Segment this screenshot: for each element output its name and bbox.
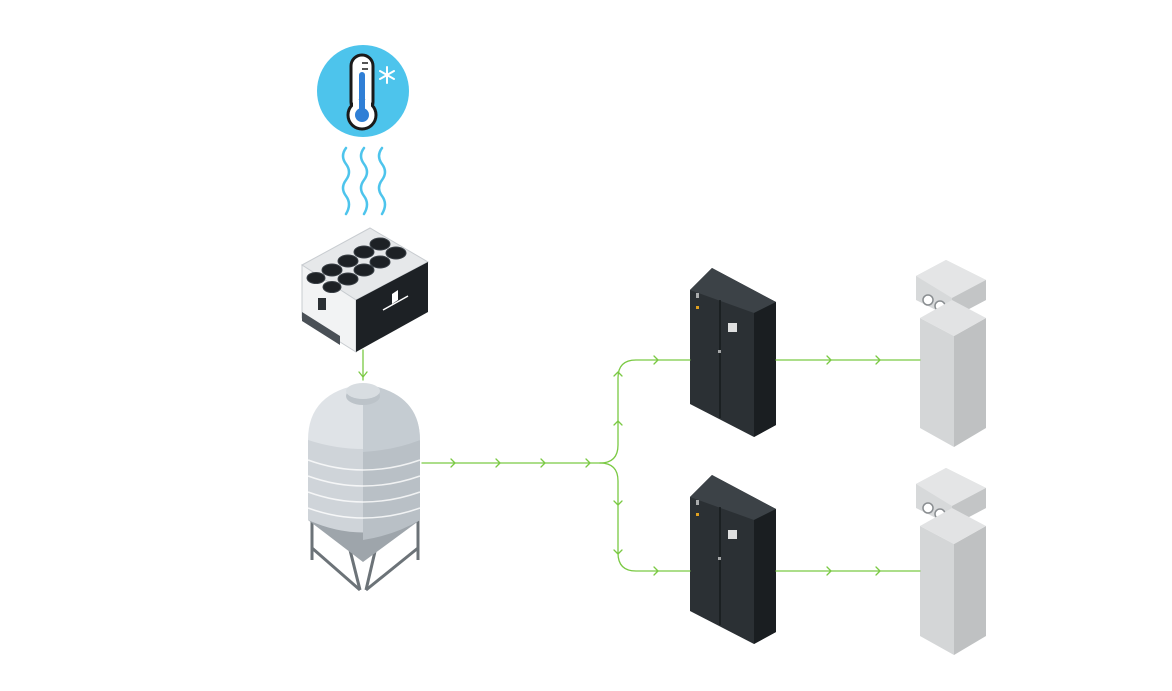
thermometer-snowflake-icon <box>317 45 409 137</box>
crac-unit-top <box>690 268 776 437</box>
flow-split-to-crac-top <box>599 359 691 464</box>
snowflake-icon <box>379 66 395 84</box>
flow-lines <box>358 349 921 576</box>
crac-unit-bottom <box>690 475 776 644</box>
thermal-storage-tank-icon <box>307 383 421 592</box>
server-rack-bottom <box>916 468 986 655</box>
flow-split-to-crac-bottom <box>599 462 691 572</box>
free-cooling-chiller-icon <box>301 227 430 353</box>
wavy-air-lines-icon <box>341 146 387 216</box>
server-rack-top <box>916 260 986 447</box>
